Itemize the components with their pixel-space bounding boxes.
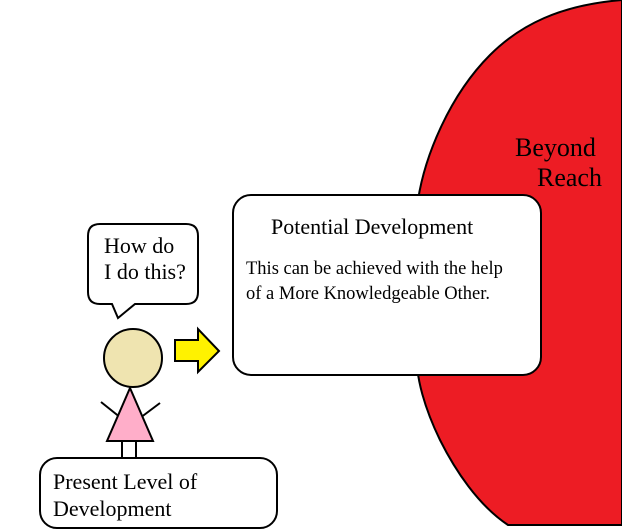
potential-development-box xyxy=(232,194,542,376)
present-level-text-line1: Present Level of xyxy=(53,469,198,494)
potential-development-text-line1: This can be achieved with the help xyxy=(246,259,503,279)
beyond-reach-label-line1: Beyond xyxy=(515,133,596,162)
present-level-text-line2: Development xyxy=(53,496,172,521)
right-arrow-icon xyxy=(174,326,221,375)
stick-figure-icon xyxy=(100,328,163,458)
potential-development-title: Potential Development xyxy=(271,214,474,239)
speech-bubble xyxy=(87,223,199,320)
beyond-reach-label-line2: Reach xyxy=(537,163,602,192)
speech-bubble-text-line1: How do xyxy=(104,233,175,258)
speech-bubble-text-line2: I do this? xyxy=(104,259,186,284)
present-level-box xyxy=(39,457,278,529)
potential-development-text-line2: of a More Knowledgeable Other. xyxy=(246,284,491,304)
